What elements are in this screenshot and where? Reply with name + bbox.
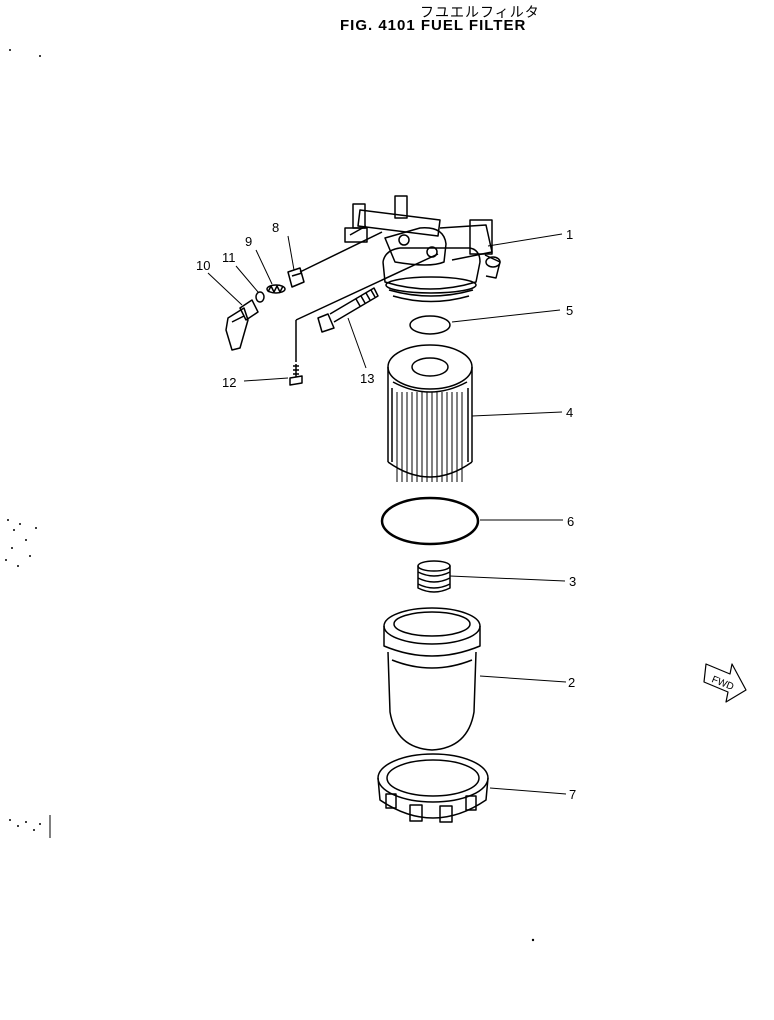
scan-noise: [5, 49, 535, 942]
callout-6: 6: [567, 514, 574, 529]
filter-head: [344, 195, 501, 303]
part-12-screw: [289, 364, 303, 386]
callout-8: 8: [272, 220, 279, 235]
callout-11: 11: [222, 250, 236, 265]
callout-1: 1: [566, 227, 573, 242]
part-5-o-ring: [409, 315, 451, 335]
callout-7: 7: [569, 787, 576, 802]
figure-title: FIG. 4101 FUEL FILTER: [340, 17, 527, 34]
part-10-lever: [225, 299, 259, 351]
part-4-filter-element: [387, 344, 473, 482]
callout-4: 4: [566, 405, 573, 420]
part-9-spring: [266, 284, 286, 294]
part-11-o-ring: [255, 291, 265, 303]
callout-3: 3: [569, 574, 576, 589]
part-2-bowl: [383, 607, 481, 751]
part-6-large-o-ring: [380, 496, 480, 546]
callout-13: 13: [360, 371, 374, 386]
part-3-spring: [417, 560, 451, 593]
callout-10: 10: [196, 258, 210, 273]
callout-5: 5: [566, 303, 573, 318]
part-7-ring-nut: [377, 753, 489, 823]
callout-12: 12: [222, 375, 236, 390]
callout-9: 9: [245, 234, 252, 249]
part-8-plug: [287, 267, 305, 288]
title-japanese: フユエルフィルタ: [420, 5, 540, 21]
part-13-bolt: [317, 287, 379, 333]
callout-2: 2: [568, 675, 575, 690]
fwd-arrow-icon: [703, 663, 747, 703]
